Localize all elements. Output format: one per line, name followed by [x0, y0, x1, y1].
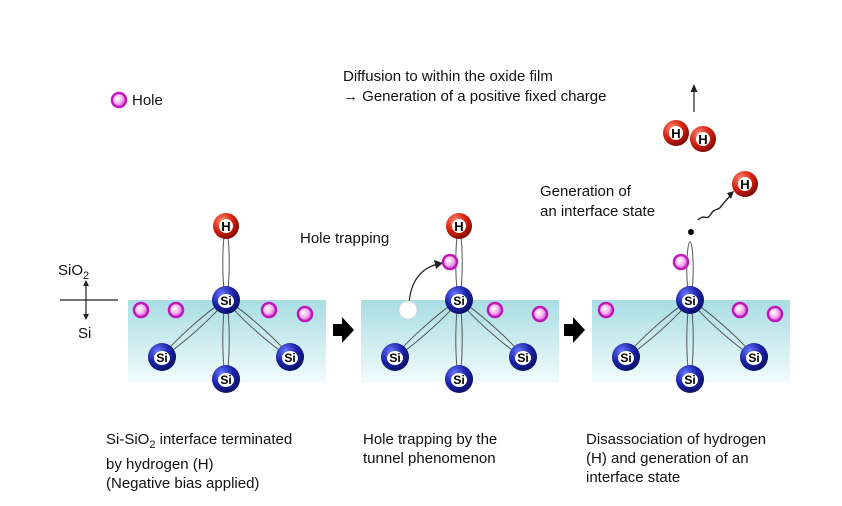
diffusion-line-2: → Generation of a positive fixed charge: [343, 88, 607, 105]
caption-panel-3: Disassociation of hydrogen (H) and gener…: [586, 430, 766, 487]
panel-3-si-left-label: Si: [620, 351, 631, 365]
interface-arrow-down-icon: [83, 314, 89, 320]
panel-3-si-bottom-label: Si: [684, 373, 695, 387]
panel-1-si-left-core: [154, 351, 170, 365]
diffusion-arrow-head-icon: [690, 84, 698, 92]
caption-panel-1-line-1: Si-SiO2 interface terminated: [106, 431, 293, 451]
panel-3-si-center-core: [682, 294, 698, 308]
panel-1-si-bottom-label: Si: [220, 373, 231, 387]
panel-1-si-center-label: Si: [220, 294, 231, 308]
legend-hole-label: Hole: [132, 92, 163, 109]
caption-panel-1-line-2: by hydrogen (H): [106, 456, 214, 473]
caption-panel-3-line-1: Disassociation of hydrogen: [586, 431, 767, 448]
wavy-release-arrow: [697, 195, 731, 221]
panel-1-si-bottom-core: [218, 373, 234, 387]
vacated-hole: [398, 300, 418, 320]
panel-2-si-left-label: Si: [389, 351, 400, 365]
caption-panel-1-line-3: (Negative bias applied): [106, 475, 260, 492]
panel-3-hole-1: [597, 301, 615, 319]
panel-2-si-center-label: Si: [453, 294, 464, 308]
panel-2-si-bottom-core: [451, 373, 467, 387]
wavy-arrow-head-icon: [727, 191, 734, 199]
panel-3-si-bottom-core: [682, 373, 698, 387]
caption-panel-3-line-2: (H) and generation of an: [586, 450, 749, 467]
hole-trapping-arrow-head-icon: [434, 260, 443, 269]
panel-2-si-left-core: [387, 351, 403, 365]
panel-1-hole-2: [167, 301, 185, 319]
panel-2-h-atom-label: H: [454, 219, 463, 234]
panel-1-si-right-core: [282, 351, 298, 365]
panel-2-h-atom-core: [452, 219, 466, 233]
panel-3-hole-3: [766, 305, 784, 323]
panel-2-hole-1: [486, 301, 504, 319]
diffusion-line-1: Diffusion to within the oxide film: [343, 68, 553, 85]
panel-3-si-center-label: Si: [684, 294, 695, 308]
panel-2-si-center-core: [451, 294, 467, 308]
process-arrow-1-icon: [333, 317, 354, 343]
panel-1-h-atom-core: [219, 219, 233, 233]
panel-1-hole-1: [132, 301, 150, 319]
panel-1-si-left-label: Si: [156, 351, 167, 365]
caption-panel-2-line-2: tunnel phenomenon: [363, 450, 496, 467]
h2-molecule: H H: [663, 120, 716, 152]
panel-3-si-right-core: [746, 351, 762, 365]
panel-2-hole-2: [531, 305, 549, 323]
hole-trapping-arrow: [408, 263, 439, 304]
panel-2-si-bottom-label: Si: [453, 373, 464, 387]
panel-2-si-right-label: Si: [517, 351, 528, 365]
caption-panel-1: Si-SiO2 interface terminated by hydrogen…: [106, 430, 292, 493]
panel-3-si-right-label: Si: [748, 351, 759, 365]
caption-panel-3-line-3: interface state: [586, 469, 681, 486]
panel-3-hole-2: [731, 301, 749, 319]
process-arrow-2-icon: [564, 317, 585, 343]
generation-line-2: an interface state: [540, 203, 656, 220]
released-h-label: H: [740, 177, 749, 192]
dangling-bond-dot: [688, 229, 694, 235]
panel-2-si-right-core: [515, 351, 531, 365]
released-h-atom: H: [732, 171, 758, 197]
hole-trapping-label: Hole trapping: [300, 230, 390, 247]
panel-2-trapped-hole: [441, 253, 459, 271]
caption-panel-2: Hole trapping by the tunnel phenomenon: [363, 430, 497, 468]
panel-1-si-right-label: Si: [284, 351, 295, 365]
generation-line-1: Generation of: [540, 183, 631, 200]
panel-1-si-center-core: [218, 294, 234, 308]
interface-arrow-up-icon: [83, 280, 89, 286]
caption-panel-2-line-1: Hole trapping by the: [363, 431, 498, 448]
sio2-layer-label: SiO2: [58, 262, 89, 282]
legend-hole-icon: [110, 91, 128, 109]
panel-1-hole-4: [296, 305, 314, 323]
panel-1-hole-3: [260, 301, 278, 319]
panel-3-si-left-core: [618, 351, 634, 365]
panel-1-h-atom-label: H: [221, 219, 230, 234]
si-layer-label: Si: [78, 325, 91, 342]
h2-atom-label-2: H: [698, 132, 707, 147]
panel-3-trapped-hole: [672, 253, 690, 271]
h2-atom-label-1: H: [671, 126, 680, 141]
